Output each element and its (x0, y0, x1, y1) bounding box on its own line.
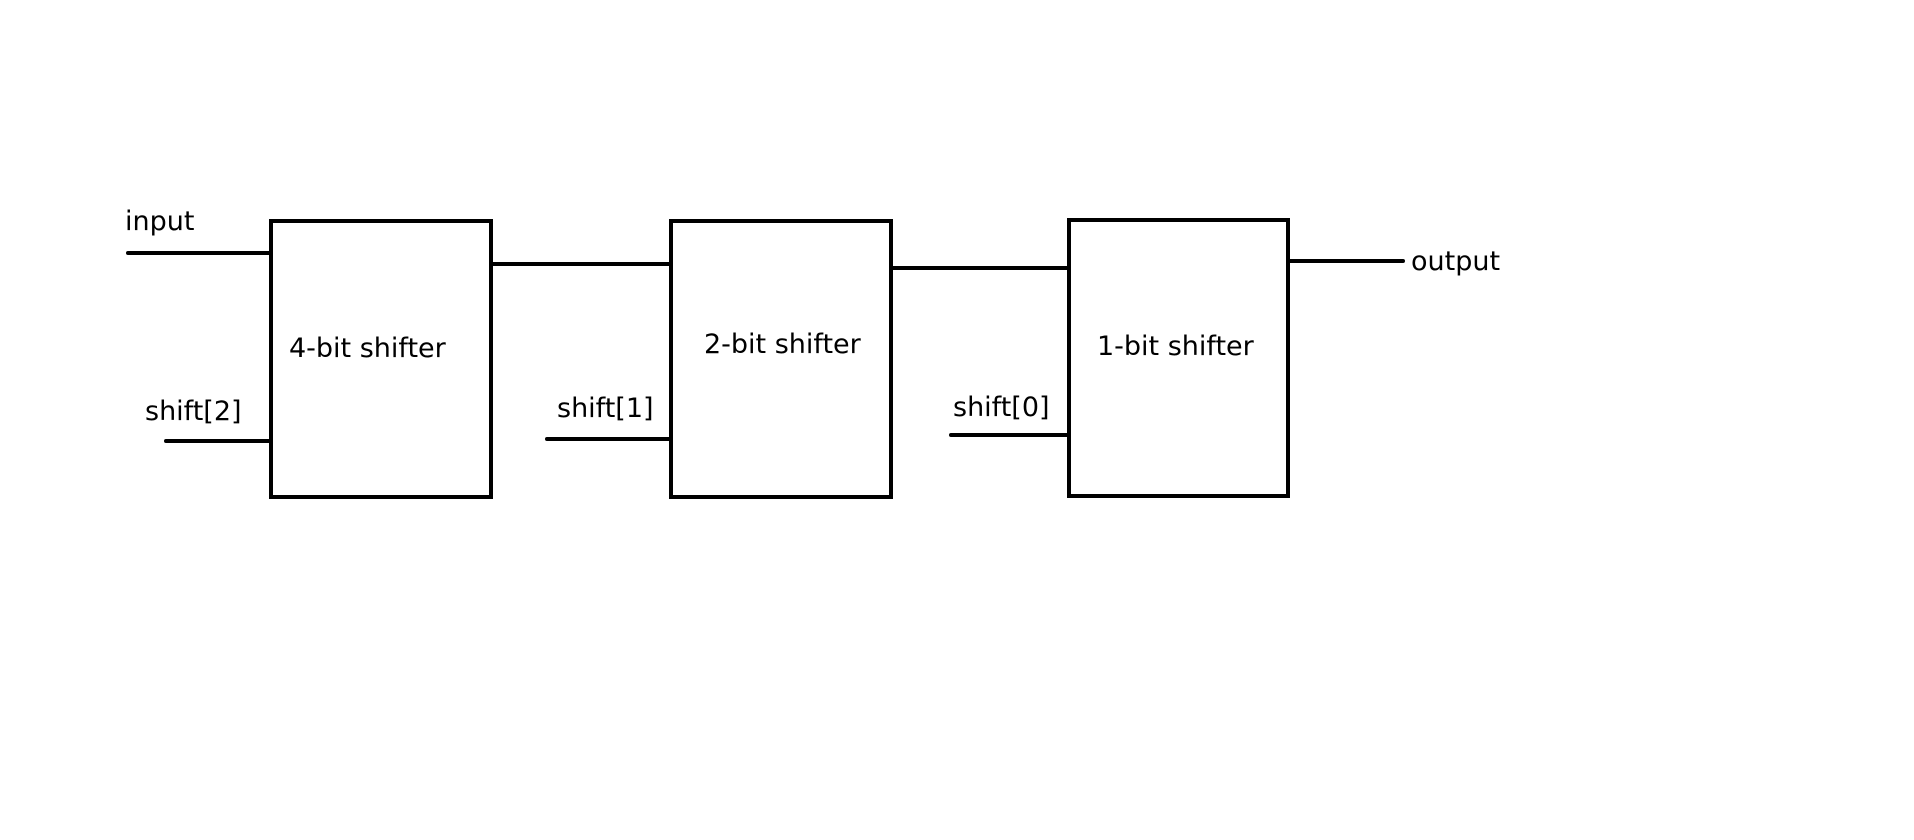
input-label: input (125, 206, 194, 237)
shift0-label: shift[0] (953, 392, 1050, 423)
block-1bit (1067, 218, 1290, 498)
block-4bit-label: 4-bit shifter (289, 333, 447, 364)
shift1-label: shift[1] (557, 393, 654, 424)
block-1bit-label: 1-bit shifter (1097, 331, 1255, 362)
block-2bit (669, 219, 893, 499)
output-label: output (1411, 246, 1500, 277)
block-4bit (269, 219, 493, 499)
shift2-label: shift[2] (145, 396, 242, 427)
block-2bit-label: 2-bit shifter (704, 329, 862, 360)
